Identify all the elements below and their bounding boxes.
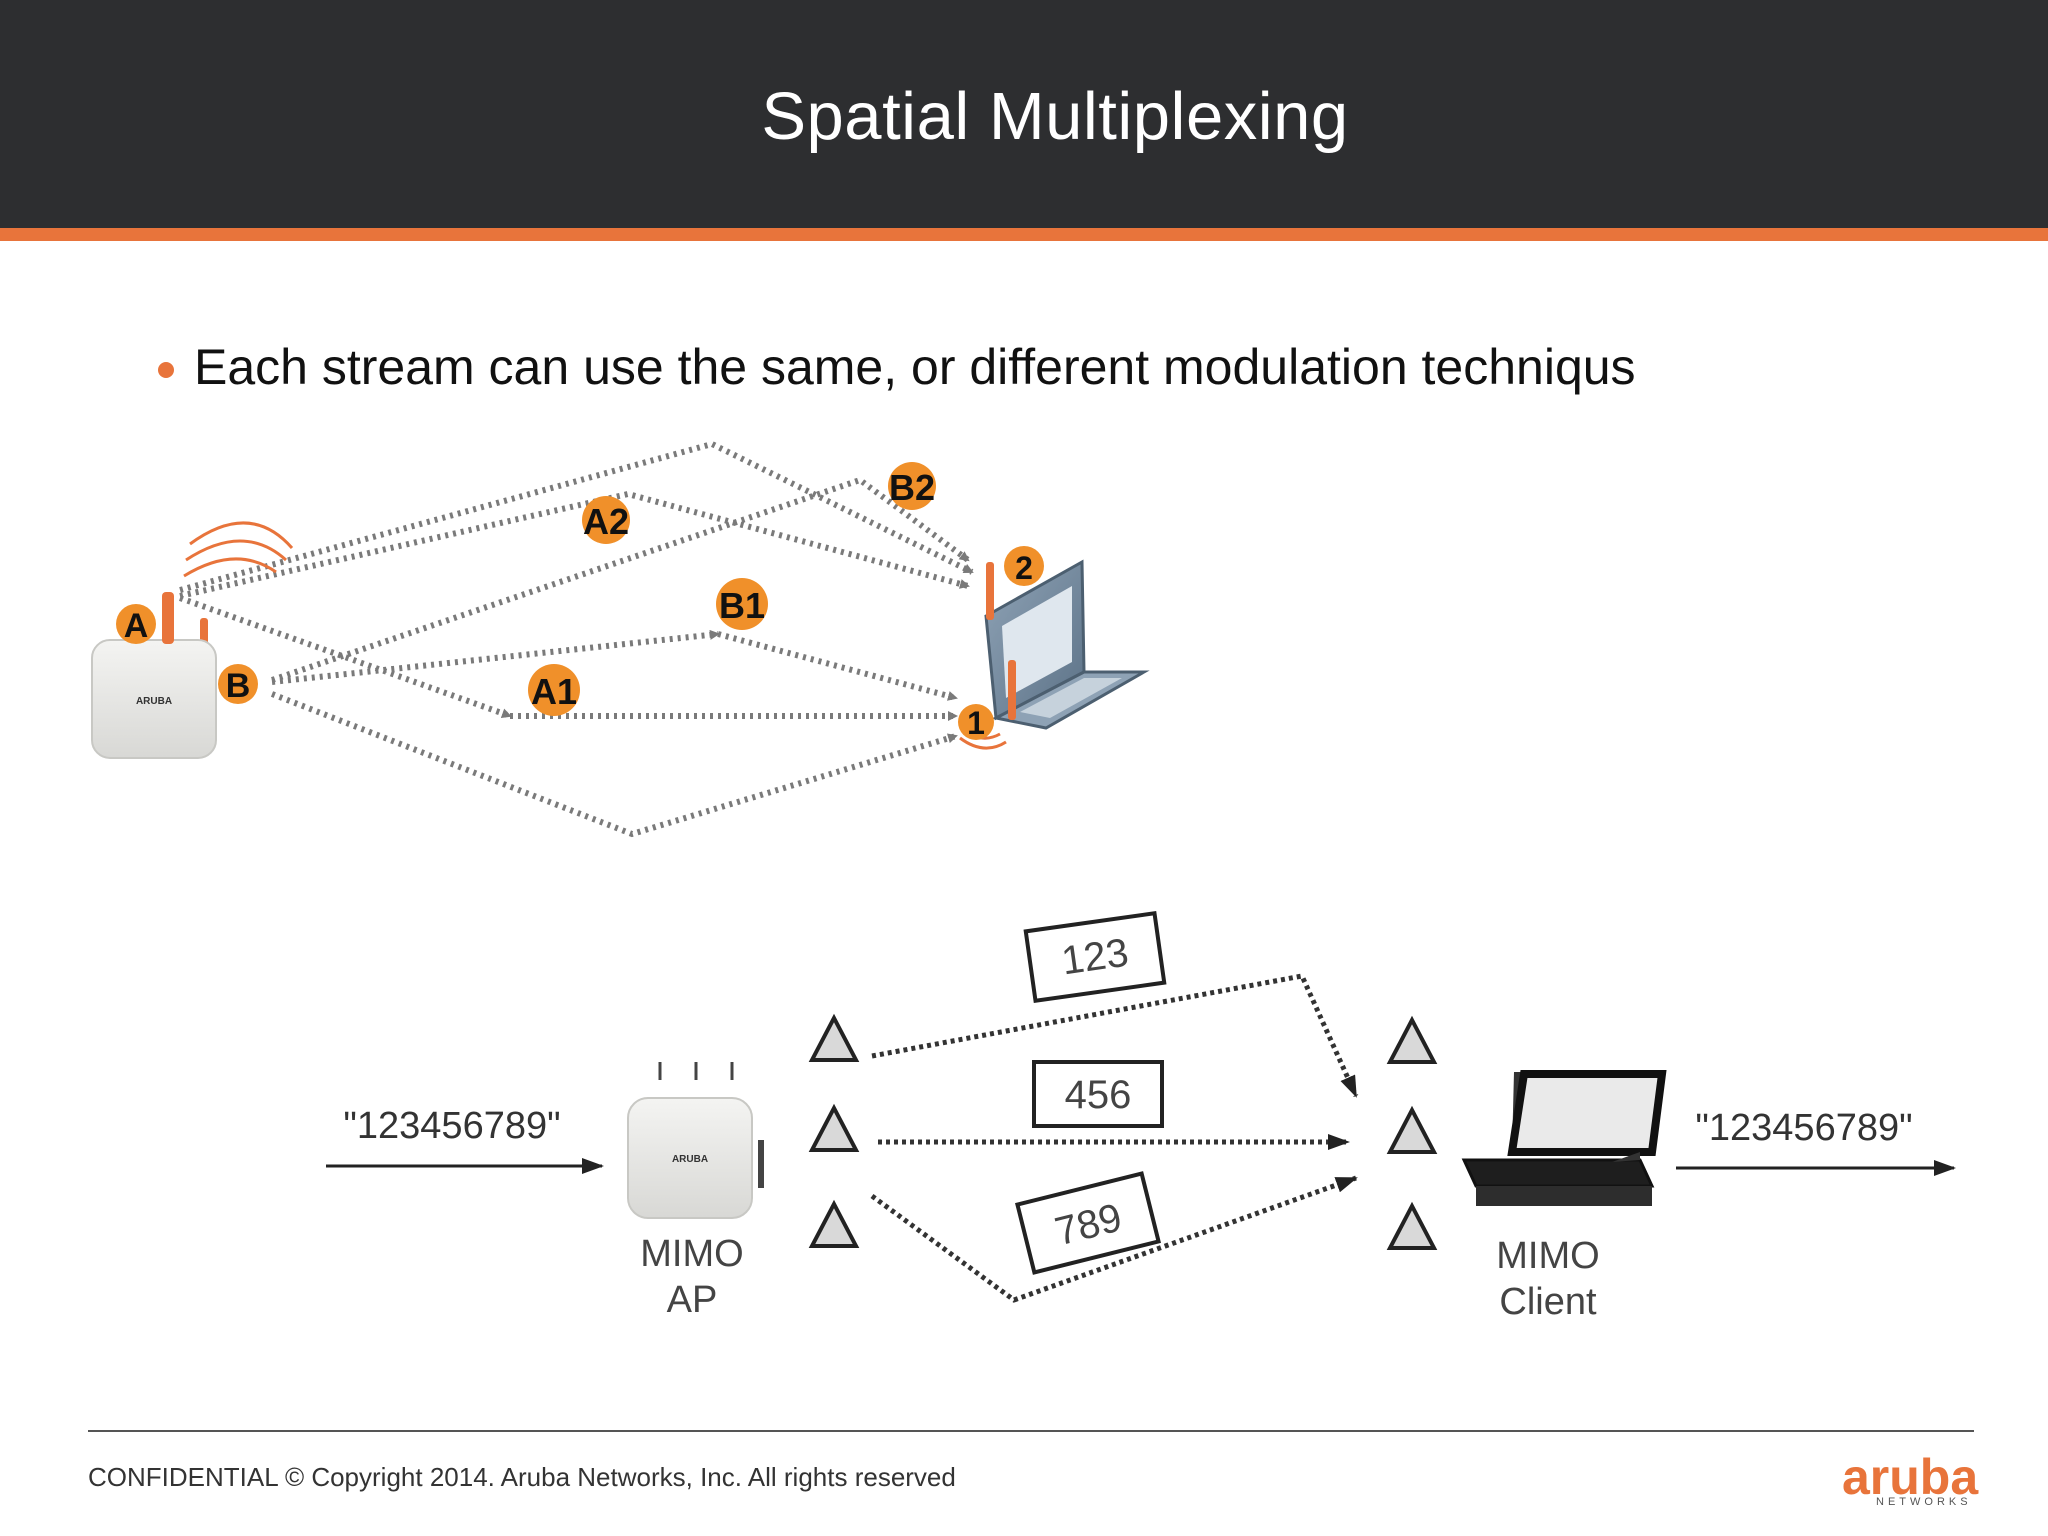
svg-text:B2: B2: [889, 467, 935, 508]
svg-text:B: B: [226, 667, 251, 705]
label-a: A: [116, 604, 156, 645]
top-diagram: ARUBA A B A2 B2 B1 A1: [91, 440, 1150, 838]
rx-antenna-icon: [1386, 1105, 1438, 1154]
path-b-b1: [271, 629, 720, 685]
stream-path-low: [870, 1175, 1358, 1303]
label-2: 2: [1004, 546, 1044, 586]
svg-text:456: 456: [1065, 1073, 1132, 1117]
label-b2: B2: [888, 462, 936, 510]
label-b: B: [218, 664, 258, 705]
ap-brand-bottom: ARUBA: [672, 1154, 708, 1165]
path-a-up-1: [179, 440, 974, 593]
path-a-up-2: [179, 490, 970, 599]
output-string: "123456789": [1695, 1107, 1912, 1149]
mimo-client-label-2: Client: [1499, 1281, 1597, 1323]
rx-antenna-icon: [1386, 1201, 1438, 1250]
stream-box-789: 789: [1015, 1171, 1161, 1275]
mimo-ap: ARUBA MIMO AP: [627, 1062, 764, 1321]
stream-path-top: [871, 973, 1359, 1098]
mimo-ap-body: [627, 1097, 753, 1219]
tx-antenna-icon: [808, 1013, 860, 1062]
label-a2: A2: [582, 496, 630, 544]
svg-text:123: 123: [1059, 931, 1131, 984]
title-accent-rule: [0, 228, 2048, 241]
stream-box-123: 123: [1023, 911, 1167, 1003]
ap-body: [91, 639, 217, 759]
client-screen: [1507, 1070, 1667, 1156]
path-b-low: [270, 691, 958, 838]
laptop-antenna-2: [986, 562, 994, 620]
client-keyboard: [1461, 1158, 1655, 1188]
bullet-dot: [158, 362, 174, 378]
slide-title: Spatial Multiplexing: [761, 79, 1349, 154]
ap-antenna: [162, 592, 174, 644]
svg-text:A: A: [124, 607, 149, 645]
aruba-logo-subtitle: NETWORKS: [1876, 1496, 1972, 1508]
path-a-a1: [178, 595, 512, 719]
svg-text:A2: A2: [583, 501, 629, 542]
svg-text:A1: A1: [531, 671, 577, 712]
footer-rule: [88, 1430, 1974, 1432]
title-bar: [0, 0, 2048, 228]
bottom-diagram: "123456789" ARUBA MIMO AP: [326, 911, 1956, 1323]
path-b1-rx: [717, 631, 958, 701]
laptop-receiver: [959, 559, 1150, 750]
rx-antenna-icon: [1386, 1015, 1438, 1064]
label-a1: A1: [528, 664, 580, 716]
footer-copyright: CONFIDENTIAL © Copyright 2014. Aruba Net…: [88, 1462, 956, 1492]
tx-antenna-icon: [808, 1199, 860, 1248]
aruba-logo: aruba: [1842, 1449, 1979, 1505]
access-point-top: ARUBA: [91, 592, 217, 759]
stream-paths: [178, 440, 974, 838]
label-b1: B1: [716, 578, 768, 630]
bullet-text: Each stream can use the same, or differe…: [194, 339, 1636, 395]
bottom-stream-paths: [870, 973, 1359, 1303]
mimo-client-label-1: MIMO: [1496, 1235, 1599, 1277]
rx-antennas: [1386, 1015, 1438, 1250]
label-1: 1: [958, 704, 994, 741]
signal-waves: [183, 521, 294, 578]
tx-antenna-icon: [808, 1103, 860, 1152]
mimo-ap-label-1: MIMO: [640, 1233, 743, 1275]
ap-brand-top: ARUBA: [136, 696, 172, 707]
input-string: "123456789": [343, 1105, 560, 1147]
svg-text:1: 1: [967, 705, 985, 741]
tx-antennas: [808, 1013, 860, 1248]
mimo-ap-label-2: AP: [667, 1279, 718, 1321]
svg-text:B1: B1: [719, 585, 765, 626]
svg-text:2: 2: [1015, 550, 1033, 586]
stream-box-456: 456: [1032, 1060, 1164, 1128]
laptop-antenna-1: [1008, 660, 1016, 720]
mimo-client-laptop: MIMO Client: [1461, 1070, 1667, 1323]
